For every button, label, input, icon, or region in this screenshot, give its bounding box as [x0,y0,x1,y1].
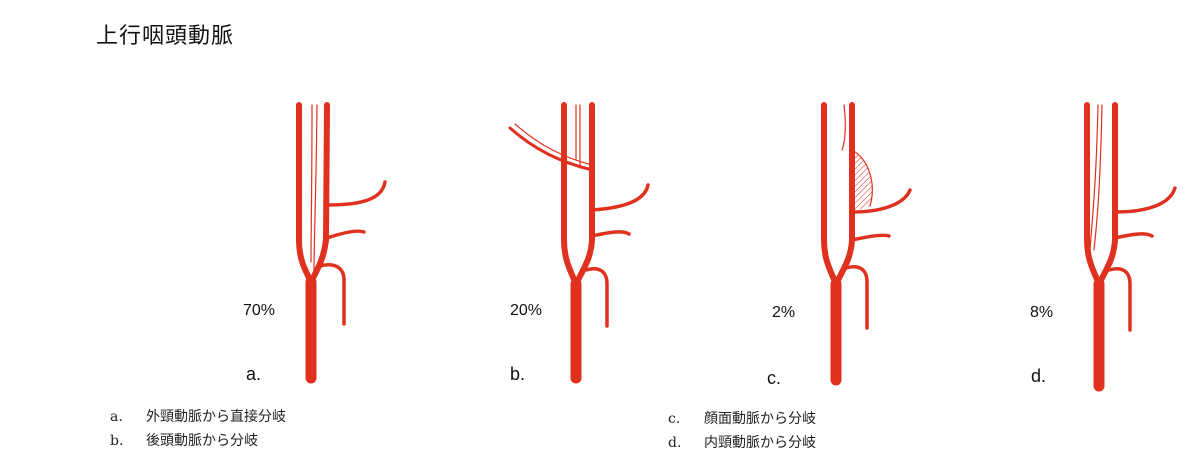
mid-branch-c [852,235,889,240]
percent-c: 2% [772,304,795,322]
external-carotid-a [311,105,327,282]
legend-text-b: 後頭動脈から分岐 [146,433,258,449]
internal-carotid-a [299,105,311,282]
external-carotid-b [576,105,592,284]
legend-key-a: a. [110,409,146,425]
letter-d: d. [1031,366,1046,387]
letter-c: c. [767,368,781,389]
lingual-branch-b [586,269,607,326]
percent-d: 8% [1030,304,1053,322]
diagram-c-vessels [824,105,910,380]
ascending-pharyngeal-a [314,105,317,270]
occipital-branch-d [1115,188,1175,212]
facial-branch-b [592,232,629,236]
legend-item-d: d.内頸動脈から分岐 [668,432,816,452]
internal-carotid-c [824,105,836,284]
legend-text-c: 顔面動脈から分岐 [704,411,816,427]
percent-a: 70% [243,302,275,320]
lingual-branch-d [1109,269,1130,330]
facial-branch-d [1115,234,1152,238]
diagram-a-vessels [299,105,385,378]
diagram-d-vessels [1087,105,1175,386]
external-carotid-c [836,105,852,284]
legend-text-d: 内頸動脈から分岐 [704,435,816,451]
legend-key-b: b. [110,433,146,449]
lingual-branch-a [320,265,344,324]
occipital-branch-a [327,182,385,205]
legend-key-c: c. [668,411,704,427]
lingual-branch-c [846,267,867,328]
ascending-pharyngeal-c [842,105,845,150]
ascending-pharyngeal-d-inner [1090,105,1098,250]
internal-carotid-b [564,105,576,284]
legend-item-b: b.後頭動脈から分岐 [110,430,258,450]
letter-a: a. [246,364,261,385]
hatch-c [852,150,872,212]
occipital-branch-b [592,185,648,210]
legend-text-a: 外頸動脈から直接分岐 [146,409,286,425]
percent-b: 20% [510,302,542,320]
diagram-b-vessels [510,105,648,378]
legend-key-d: d. [668,435,704,451]
letter-b: b. [510,364,525,385]
ascending-pharyngeal-a-inner [311,105,312,262]
legend-item-a: a.外頸動脈から直接分岐 [110,406,286,426]
legend-item-c: c.顔面動脈から分岐 [668,408,816,428]
facial-branch-a [327,231,364,238]
